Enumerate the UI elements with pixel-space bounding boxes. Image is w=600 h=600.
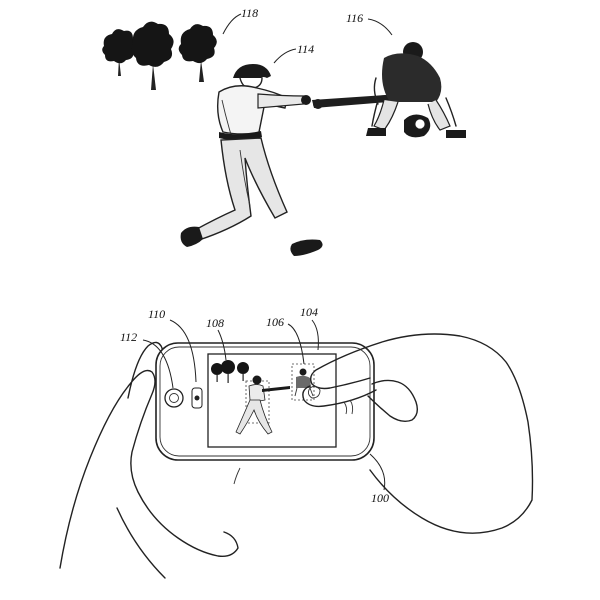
right-hand bbox=[302, 333, 534, 534]
label-screen-trees: 108 bbox=[206, 316, 224, 330]
leader-screen-trees bbox=[217, 329, 227, 361]
scene: 118 114 116 bbox=[102, 6, 466, 256]
mobile-device bbox=[155, 342, 375, 461]
home-button[interactable] bbox=[164, 388, 184, 408]
label-screen-selection: 106 bbox=[266, 315, 284, 329]
device-illustration: 112 110 108 106 104 100 bbox=[59, 305, 534, 579]
label-trees: 118 bbox=[241, 6, 258, 20]
leader-screen-edge bbox=[311, 319, 319, 351]
screen-batter bbox=[235, 375, 290, 435]
fielder bbox=[366, 42, 466, 138]
screen-fielder bbox=[291, 363, 315, 401]
label-device: 100 bbox=[371, 491, 389, 505]
trees bbox=[102, 21, 217, 90]
leader-fielder bbox=[367, 18, 393, 36]
screen[interactable] bbox=[207, 353, 337, 448]
fingernail bbox=[307, 385, 321, 399]
label-fielder: 116 bbox=[346, 11, 363, 25]
leader-home-button bbox=[142, 339, 174, 389]
screen-trees bbox=[211, 360, 249, 383]
tree bbox=[102, 29, 136, 76]
leader-camera bbox=[169, 319, 197, 383]
finger-crease bbox=[343, 399, 354, 415]
batter-selection-box bbox=[245, 380, 270, 424]
batter bbox=[180, 64, 401, 256]
leader-screen-selection bbox=[287, 323, 305, 365]
fielder-selection-box bbox=[291, 363, 315, 401]
tree bbox=[178, 24, 217, 82]
leader-trees bbox=[222, 13, 242, 35]
leader-batter bbox=[273, 48, 297, 64]
label-home-button: 112 bbox=[120, 330, 137, 344]
label-camera: 110 bbox=[148, 307, 165, 321]
tree bbox=[131, 21, 174, 90]
label-screen-edge: 104 bbox=[300, 305, 318, 319]
hand-crease bbox=[233, 467, 241, 485]
label-batter: 114 bbox=[297, 42, 314, 56]
leader-device bbox=[369, 453, 386, 491]
